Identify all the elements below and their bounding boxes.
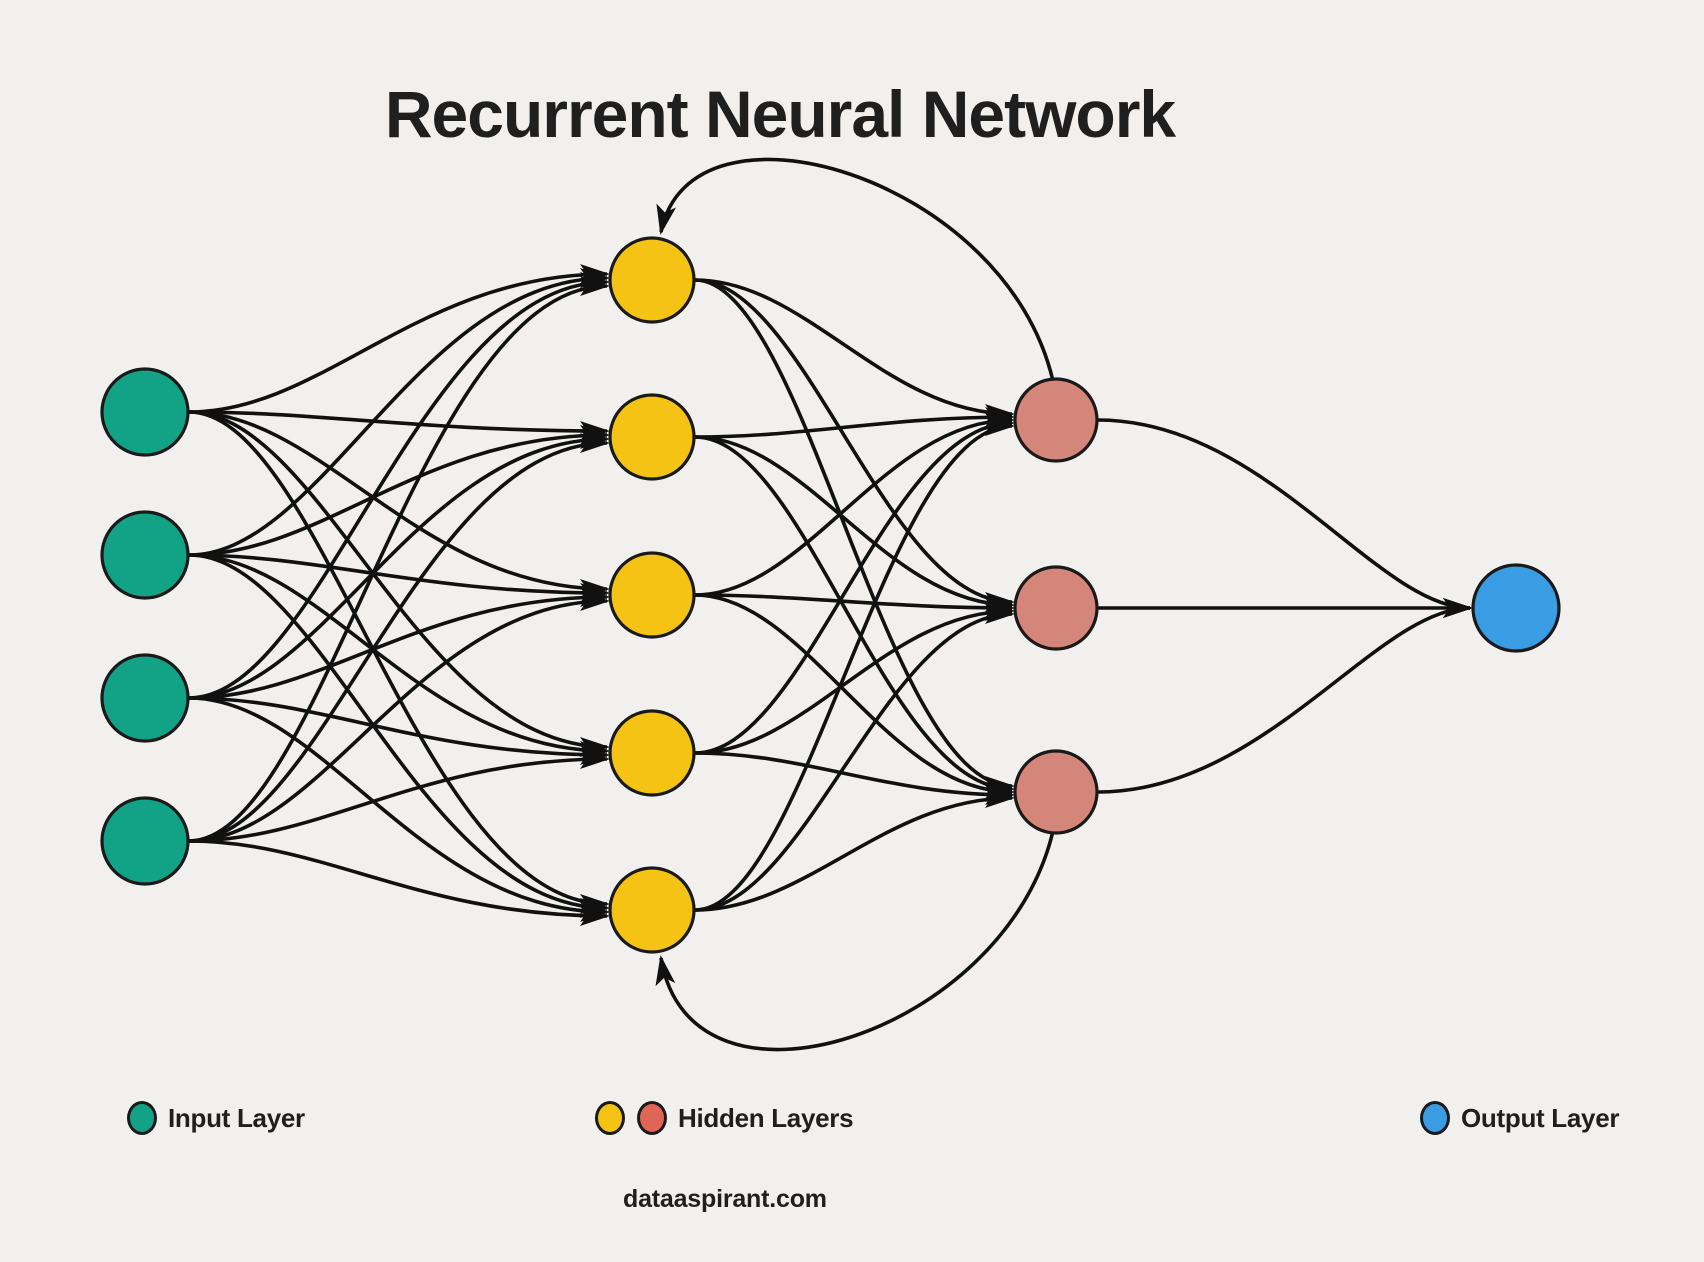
edge-input1-to-hidden1 [188, 268, 610, 557]
edge-input1-to-hidden1 [188, 553, 610, 918]
edge-input2-to-hidden1 [188, 696, 610, 765]
edge-hidden14-to-hidden2 [694, 788, 1015, 912]
legend-hidden-dots [595, 1101, 667, 1135]
input-node-1 [100, 367, 190, 457]
input-node-4 [100, 796, 190, 886]
edge-input3-to-hidden1 [188, 591, 610, 843]
legend-hidden-layers: Hidden Layers [595, 1099, 854, 1137]
edge-input0-to-hidden1 [188, 410, 610, 914]
edge-hidden10-to-hidden2 [694, 278, 1015, 424]
hidden-layer2-dot-icon [637, 1101, 667, 1135]
legend-output-dots [1420, 1101, 1450, 1135]
hidden1-node-4 [608, 709, 696, 797]
hidden1-node-1 [608, 236, 696, 324]
edge-hidden12-to-hidden2 [694, 593, 1015, 802]
edge-hidden10-to-hidden2 [694, 278, 1015, 796]
edge-input1-to-hidden1 [188, 553, 610, 761]
edge-hidden12-to-hidden2 [694, 410, 1015, 597]
edge-hidden13-to-hidden2 [694, 751, 1015, 805]
hidden1-node-5 [608, 866, 696, 954]
edge-hidden14-to-hidden2 [694, 604, 1015, 912]
edge-hidden20-to-output [1097, 418, 1473, 618]
edge-hidden13-to-hidden2 [694, 601, 1015, 755]
edge-input3-to-hidden1 [188, 839, 610, 926]
edge-hidden11-to-hidden2 [694, 435, 1015, 615]
input-layer-dot-icon [127, 1101, 157, 1135]
recurrent-edge-top [656, 157, 1055, 382]
edge-hidden12-to-hidden2 [694, 593, 1015, 618]
nodes-group [100, 236, 1561, 954]
edge-input0-to-hidden1 [188, 410, 610, 441]
output-node-1 [1471, 563, 1561, 653]
edge-hidden10-to-hidden2 [694, 278, 1015, 612]
hidden1-node-3 [608, 551, 696, 639]
edge-hidden11-to-hidden2 [694, 407, 1015, 439]
edge-input1-to-hidden1 [188, 553, 610, 603]
legend-hidden-label: Hidden Layers [678, 1102, 854, 1133]
hidden2-node-2 [1013, 565, 1099, 651]
edge-input3-to-hidden1 [188, 276, 610, 843]
hidden2-node-1 [1013, 377, 1099, 463]
edge-hidden13-to-hidden2 [694, 413, 1015, 755]
hidden1-node-2 [608, 393, 696, 481]
edge-input0-to-hidden1 [188, 264, 610, 414]
edge-input2-to-hidden1 [188, 696, 610, 922]
edge-input3-to-hidden1 [188, 749, 610, 843]
edge-input3-to-hidden1 [188, 433, 610, 843]
hidden2-node-3 [1013, 749, 1099, 835]
legend-input-dots [127, 1101, 157, 1135]
edge-input2-to-hidden1 [188, 272, 610, 700]
edge-input2-to-hidden1 [188, 429, 610, 700]
legend-input-layer: Input Layer [127, 1099, 305, 1137]
output-layer-dot-icon [1420, 1101, 1450, 1135]
edge-input0-to-hidden1 [188, 410, 610, 599]
legend-input-label: Input Layer [168, 1102, 305, 1133]
legend-output-label: Output Layer [1461, 1102, 1620, 1133]
edge-hidden11-to-hidden2 [694, 435, 1015, 799]
edge-hidden14-to-hidden2 [694, 416, 1015, 912]
edge-input2-to-hidden1 [188, 587, 610, 700]
edge-input1-to-hidden1 [188, 425, 610, 557]
hidden-layer1-dot-icon [595, 1101, 625, 1135]
recurrent-edge-bottom [655, 830, 1055, 1052]
edge-hidden22-to-output [1097, 598, 1473, 794]
input-node-3 [100, 653, 190, 743]
watermark-text: dataaspirant.com [623, 1185, 827, 1213]
edges-group [188, 157, 1473, 1052]
legend-output-layer: Output Layer [1420, 1099, 1620, 1137]
input-node-2 [100, 510, 190, 600]
diagram-title: Recurrent Neural Network [384, 77, 1176, 152]
edge-input0-to-hidden1 [188, 410, 610, 757]
